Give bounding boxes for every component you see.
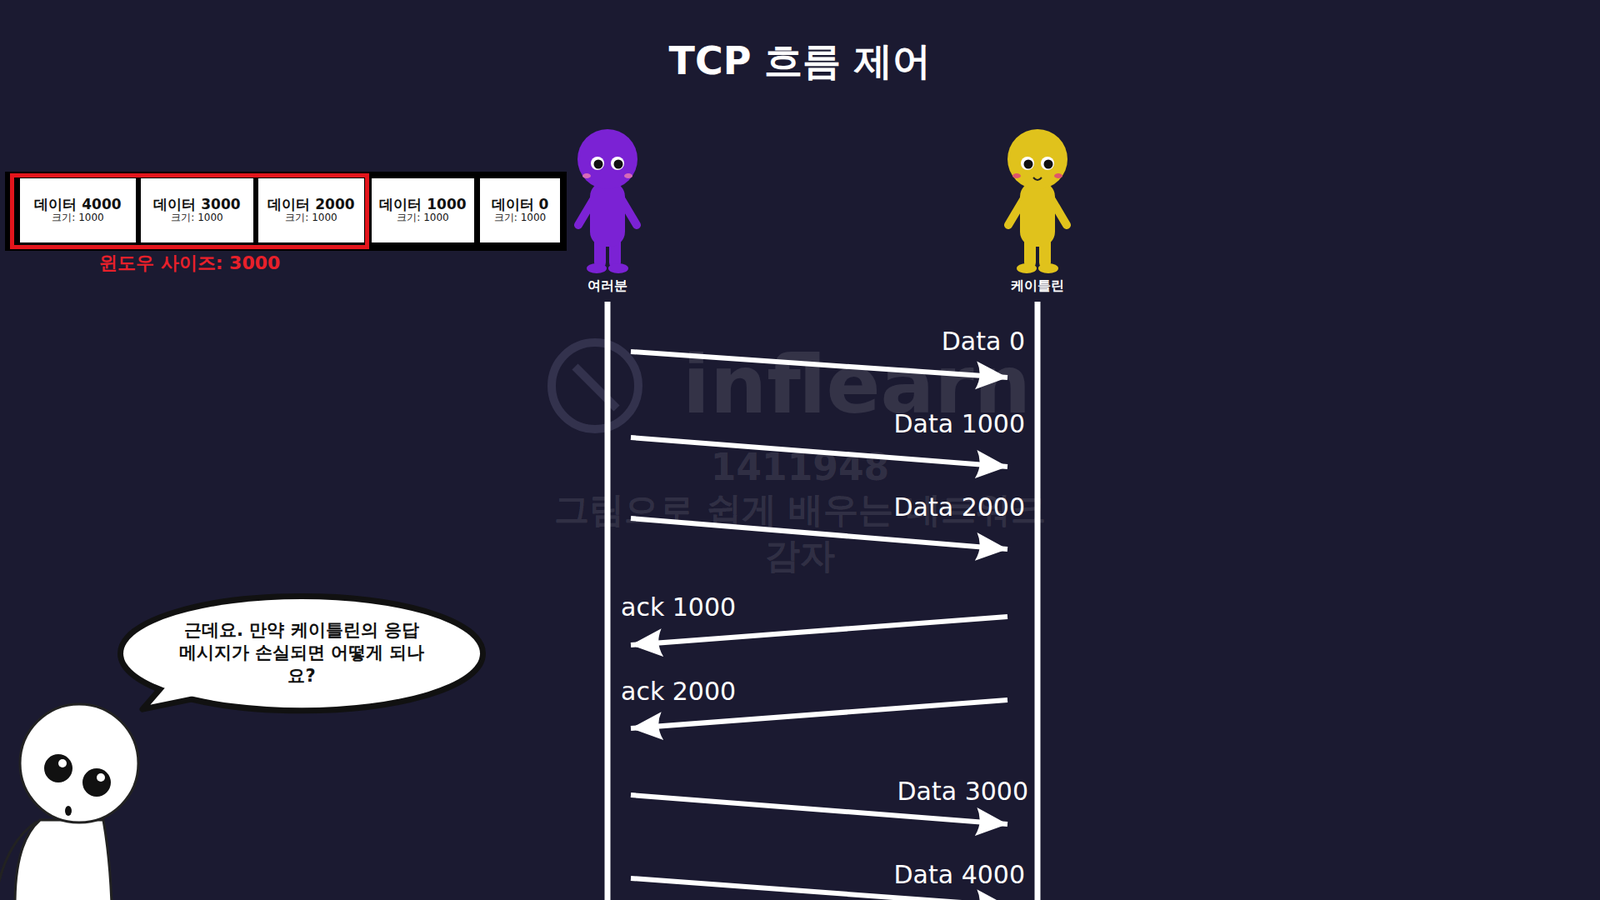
character-eye (610, 156, 625, 170)
bubble-outline (123, 599, 480, 708)
character-foot (1038, 263, 1059, 274)
character-pupil (614, 160, 624, 170)
character-cheek (624, 173, 633, 179)
node-label: 데이터 0 (491, 196, 550, 214)
bubble-fill (123, 599, 480, 708)
message-arrow (630, 518, 1008, 550)
character-mouth (65, 805, 72, 816)
character-cheek (1012, 173, 1021, 179)
node-label: 데이터 2000 (267, 196, 355, 214)
white-character (0, 704, 139, 900)
node-label: 데이터 4000 (34, 196, 121, 214)
arrow-label: Data 0 (941, 327, 1025, 355)
character-pupil (1044, 160, 1054, 170)
character-pupil (594, 160, 604, 170)
character-cheek (582, 173, 591, 179)
watermark-text: 감자 (765, 536, 835, 575)
eye-highlight (96, 773, 105, 782)
character-foot (1016, 263, 1037, 274)
actor-lifeline: 케이틀린 (1007, 277, 1068, 900)
character-pupil (1024, 160, 1034, 170)
message-arrow (630, 351, 1008, 378)
actor-lifeline: 여러분 (584, 277, 631, 900)
node-label: 여러분 (587, 277, 628, 294)
character-head (20, 704, 139, 823)
character-body (1020, 181, 1055, 247)
arrow-label: Data 1000 (893, 410, 1025, 438)
node-label: 윈도우 사이즈: 3000 (99, 252, 280, 274)
data-packet: 데이터 2000크기: 1000 (258, 178, 365, 243)
character-body (590, 181, 625, 247)
character-foot (608, 263, 629, 274)
character-mouth (1033, 177, 1042, 180)
node-sublabel: 크기: 1000 (396, 212, 449, 225)
node-label: 데이터 3000 (153, 196, 240, 214)
arrow-label: ack 1000 (620, 593, 736, 621)
eye-highlight (58, 759, 67, 768)
node-label: 데이터 1000 (379, 196, 466, 214)
data-packet: 데이터 3000크기: 1000 (140, 178, 254, 243)
speech-bubble: 근데요. 만약 케이틀린의 응답 메시지가 손실되면 어떻게 되나요? (117, 593, 486, 714)
data-packet: 데이터 1000크기: 1000 (371, 178, 475, 243)
character-head (577, 129, 638, 190)
arrow-label: Data 4000 (893, 860, 1025, 889)
arrow-label: ack 2000 (620, 677, 736, 705)
arrow-label: Data 2000 (893, 493, 1025, 521)
yellow-character (1007, 129, 1068, 274)
watermark-text: 1411948 (710, 447, 890, 488)
character-cheek (1054, 173, 1063, 179)
character-foot (586, 263, 607, 274)
character-eye (590, 156, 605, 170)
character-body (15, 820, 112, 900)
character-eye (1040, 156, 1055, 170)
character-eye (1020, 156, 1035, 170)
node-label: 근데요. 만약 케이틀린의 응답 메시지가 손실되면 어떻게 되나요? (176, 619, 427, 688)
character-eye (82, 768, 111, 797)
lifeline (605, 301, 611, 900)
data-packet: 데이터 4000크기: 1000 (20, 178, 136, 243)
data-packet: 데이터 0크기: 1000 (480, 178, 560, 243)
arrow-label: Data 3000 (896, 777, 1029, 805)
node-sublabel: 크기: 1000 (51, 212, 104, 225)
character-eye (44, 754, 73, 783)
node-sublabel: 크기: 1000 (494, 212, 546, 225)
diagram-title: TCP 흐름 제어 (0, 39, 1600, 84)
message-arrow (630, 437, 1008, 467)
watermark-logo (551, 342, 639, 430)
character-head (1007, 129, 1068, 190)
message-arrow (630, 616, 1008, 645)
character-arm (0, 821, 37, 892)
lifeline (1035, 301, 1041, 900)
node-label: 케이틀린 (1010, 277, 1065, 294)
window-frame: 윈도우 사이즈: 3000데이터 4000크기: 1000데이터 3000크기:… (10, 173, 370, 250)
node-sublabel: 크기: 1000 (285, 212, 337, 225)
packet-strip (5, 171, 567, 251)
purple-character (577, 129, 638, 274)
node-sublabel: 크기: 1000 (170, 212, 223, 225)
